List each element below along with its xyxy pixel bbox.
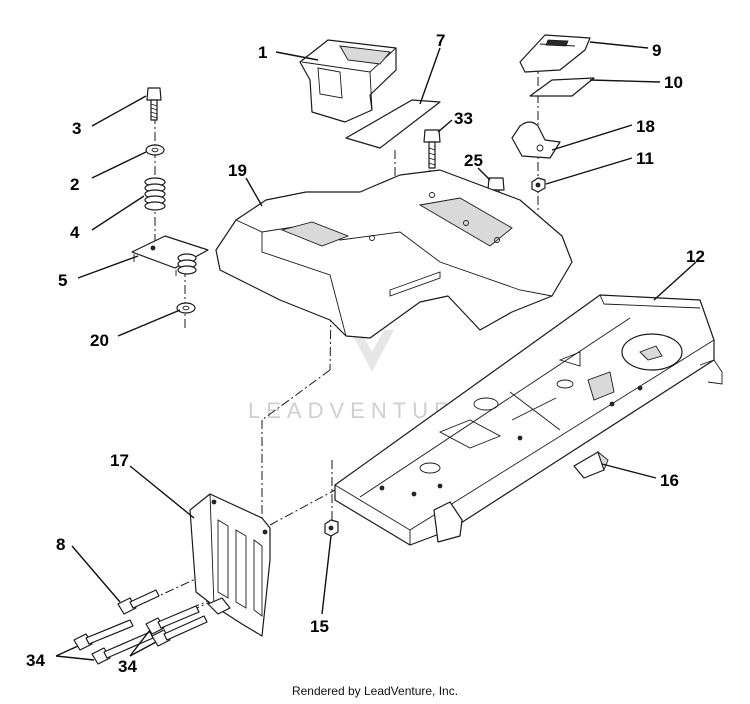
part-15-nut bbox=[324, 519, 339, 537]
part-4-spring bbox=[144, 177, 166, 211]
callout-18: 18 bbox=[636, 117, 655, 136]
callout-3: 3 bbox=[72, 119, 81, 138]
part-17-front-bracket bbox=[189, 493, 271, 637]
part-20-washer bbox=[176, 302, 196, 314]
callout-12: 12 bbox=[686, 247, 705, 266]
callout-11: 11 bbox=[636, 149, 654, 168]
part-5-bracket bbox=[131, 235, 209, 276]
part-16-bracket bbox=[573, 450, 609, 479]
part-10-plate bbox=[529, 77, 595, 97]
callout-9: 9 bbox=[652, 41, 661, 60]
callout-numbers: 1 7 9 10 3 33 18 2 25 11 19 4 12 5 20 17… bbox=[26, 31, 705, 676]
callout-33: 33 bbox=[454, 109, 473, 128]
part-9-cover bbox=[519, 34, 591, 73]
callout-20: 20 bbox=[90, 331, 109, 350]
callout-1: 1 bbox=[258, 43, 267, 62]
callout-2: 2 bbox=[70, 175, 79, 194]
callout-19: 19 bbox=[228, 161, 247, 180]
callout-5: 5 bbox=[58, 271, 67, 290]
part-7-decal bbox=[345, 99, 441, 149]
callout-16: 16 bbox=[660, 471, 679, 490]
part-18-clip bbox=[511, 121, 561, 159]
callout-leaders bbox=[55, 41, 697, 661]
part-33-bolt bbox=[423, 129, 441, 169]
part-1-tray bbox=[299, 39, 397, 123]
callout-4: 4 bbox=[70, 223, 80, 242]
part-34-bolts bbox=[73, 605, 208, 665]
part-8-bolt bbox=[117, 589, 160, 615]
callout-15: 15 bbox=[310, 617, 329, 636]
part-3-bolt bbox=[146, 87, 162, 121]
part-19-floor-pan bbox=[215, 169, 573, 339]
callout-34-left: 34 bbox=[26, 651, 45, 670]
callout-17: 17 bbox=[110, 451, 129, 470]
callout-10: 10 bbox=[664, 73, 683, 92]
callout-8: 8 bbox=[56, 535, 65, 554]
callout-7: 7 bbox=[436, 31, 445, 50]
part-2-washer bbox=[145, 144, 165, 156]
callout-34-right: 34 bbox=[118, 657, 137, 676]
footer-credit: Rendered by LeadVenture, Inc. bbox=[291, 684, 459, 698]
part-12-frame bbox=[334, 294, 723, 546]
part-11-nut bbox=[531, 177, 546, 193]
callout-25: 25 bbox=[464, 151, 483, 170]
